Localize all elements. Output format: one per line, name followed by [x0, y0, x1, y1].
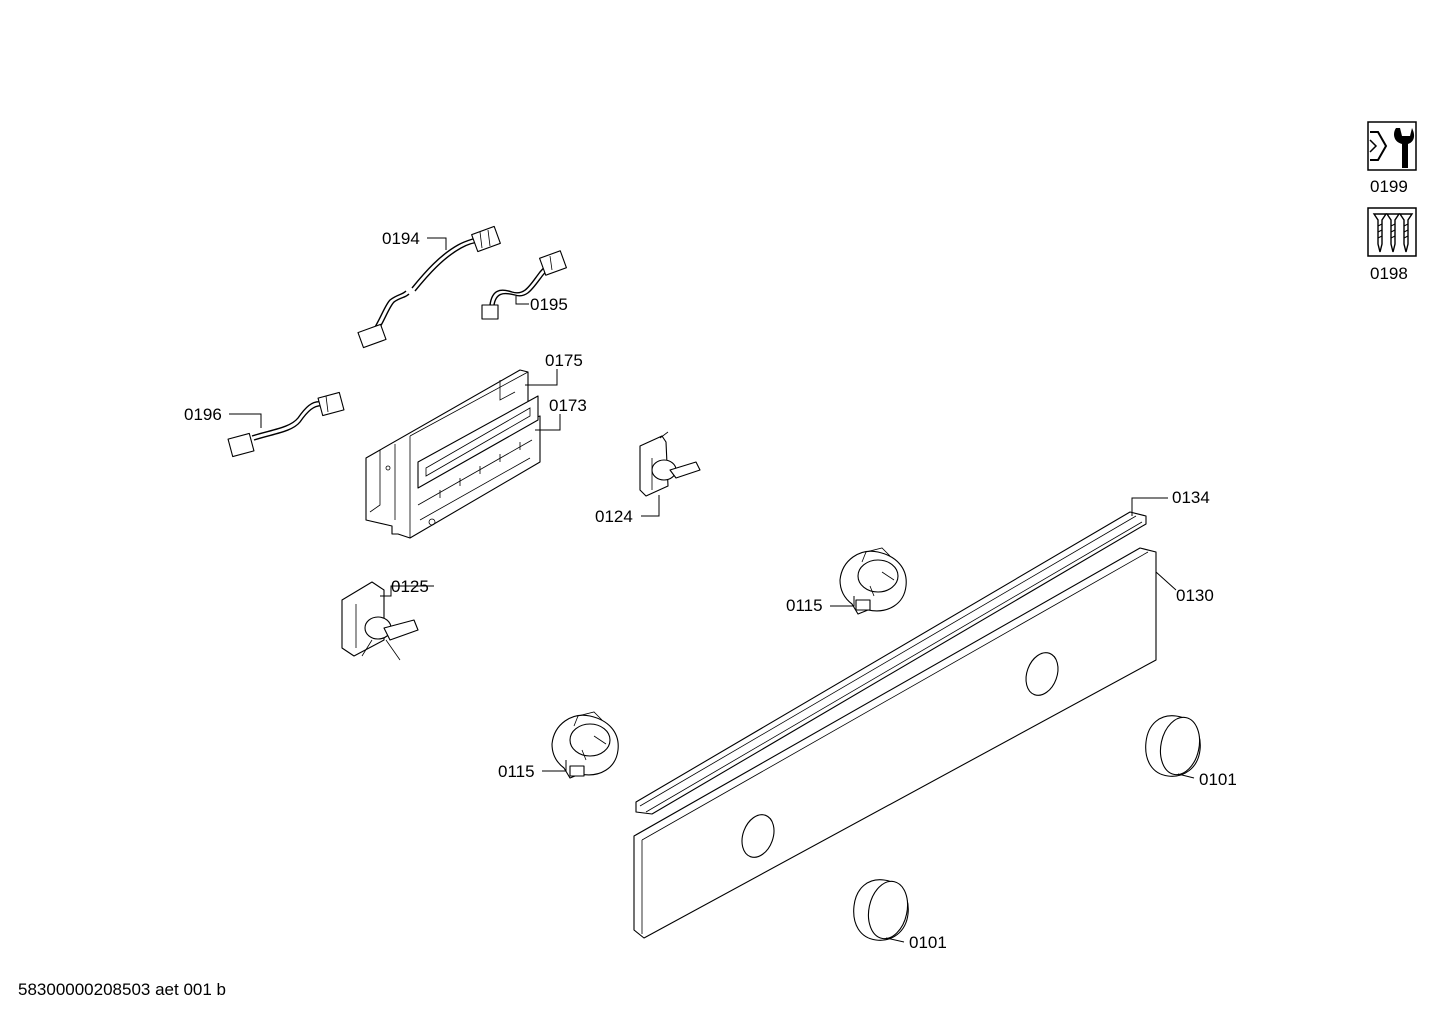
control-panel-0130[interactable] — [633, 547, 1157, 939]
label-0101-bottom: 0101 — [909, 933, 947, 952]
label-0115-upper: 0115 — [786, 596, 823, 615]
label-0173: 0173 — [549, 396, 587, 415]
label-0175: 0175 — [545, 351, 583, 370]
screws-icon[interactable] — [1367, 207, 1417, 257]
label-0194: 0194 — [382, 229, 420, 248]
selector-switch-0124[interactable] — [639, 431, 701, 497]
display-module-0173[interactable] — [417, 395, 539, 498]
selector-switch-0125[interactable] — [341, 581, 419, 661]
label-0124: 0124 — [595, 507, 633, 526]
control-knob-0101-right[interactable] — [1145, 714, 1205, 779]
label-0199: 0199 — [1370, 177, 1408, 196]
label-0195: 0195 — [530, 295, 568, 314]
label-0125: 0125 — [391, 577, 429, 596]
drawing-id: 58300000208503 aet 001 b — [18, 980, 226, 999]
label-0196: 0196 — [184, 405, 222, 424]
label-0198: 0198 — [1370, 264, 1408, 283]
label-0101-right: 0101 — [1199, 770, 1237, 789]
knob-holder-0115-lower[interactable] — [551, 711, 619, 779]
knob-holder-0115-upper[interactable] — [839, 547, 907, 615]
wrench-nut-icon[interactable] — [1367, 121, 1417, 171]
control-knob-0101-bottom[interactable] — [853, 878, 913, 943]
wiring-harness-0194[interactable] — [357, 225, 501, 349]
wiring-harness-0195[interactable] — [481, 250, 567, 320]
wiring-harness-0196[interactable] — [227, 391, 345, 458]
trim-strip-0134[interactable] — [635, 511, 1147, 815]
label-0115-lower: 0115 — [498, 762, 535, 781]
label-0134: 0134 — [1172, 488, 1210, 507]
label-0130: 0130 — [1176, 586, 1214, 605]
